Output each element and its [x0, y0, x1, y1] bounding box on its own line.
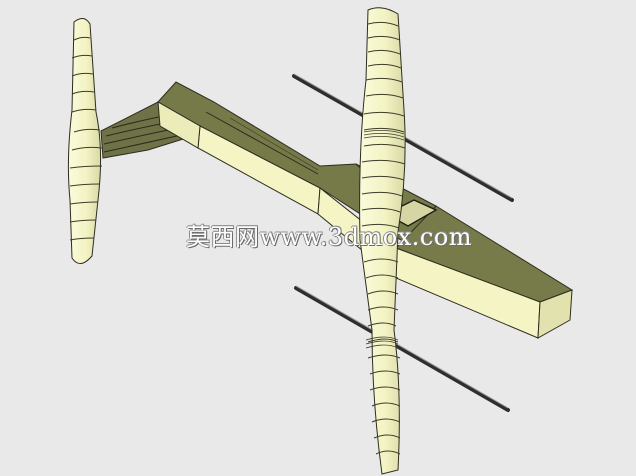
fuselage-nose-face — [537, 289, 573, 339]
main-wing-ribs-upper — [361, 21, 406, 229]
main-wing-ribs-lower — [363, 258, 401, 455]
lower-rod — [294, 286, 510, 412]
rear-blade-ribs — [69, 36, 103, 241]
main-wing-dense-band — [363, 130, 405, 349]
fuselage-tail-box — [157, 101, 201, 149]
watermark-text: 莫西网www.3dmox.com — [186, 223, 473, 251]
